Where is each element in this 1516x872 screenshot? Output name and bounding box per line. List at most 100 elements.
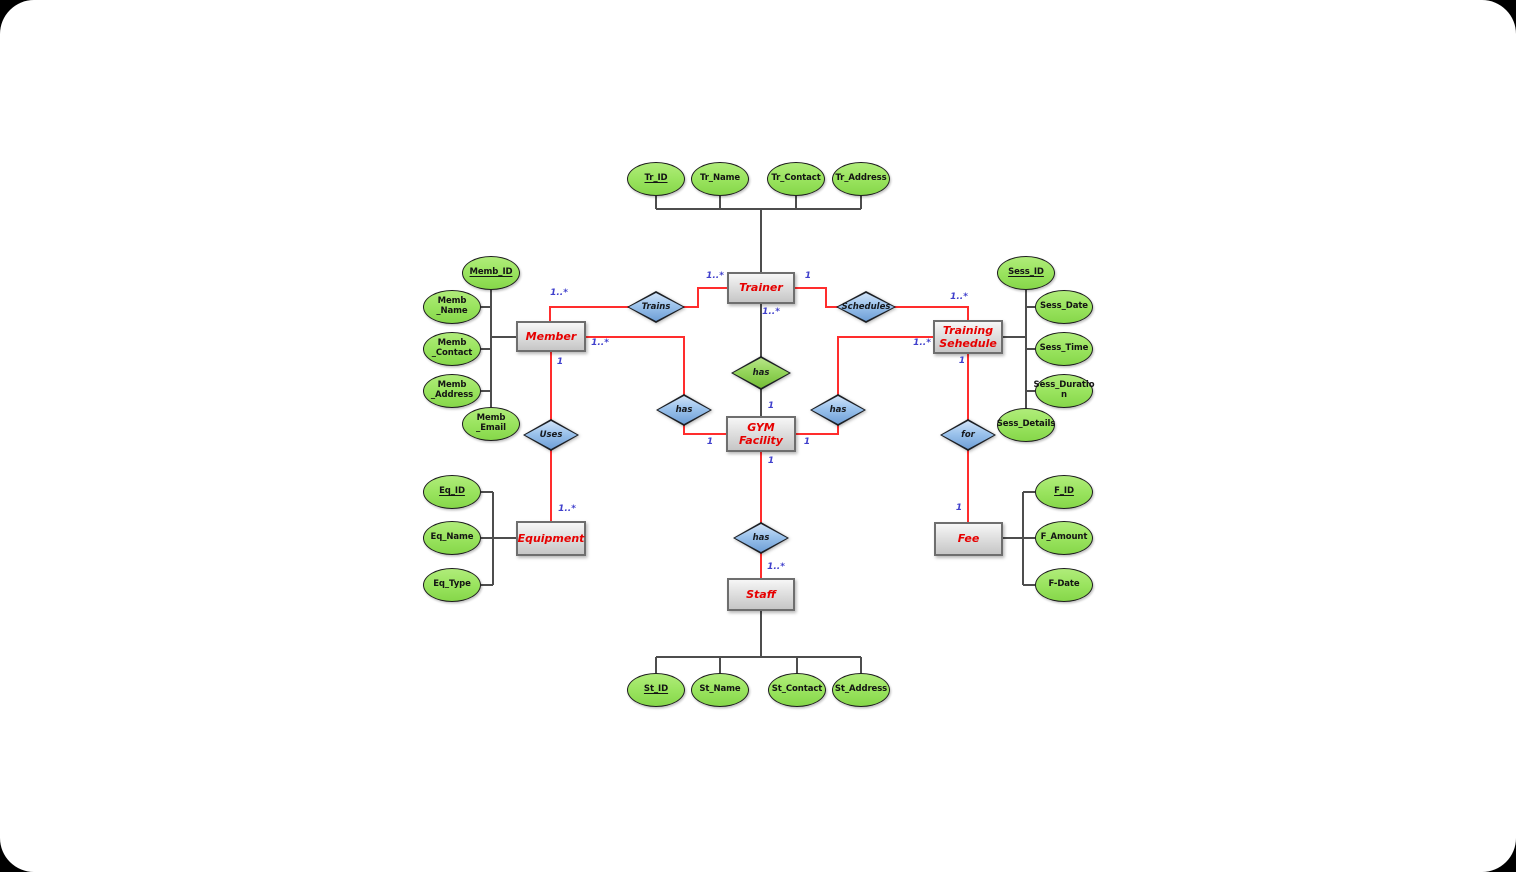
attribute-tr-contact-label: Tr_Contact xyxy=(771,173,821,184)
attribute-st-name-label: St_Name xyxy=(699,684,741,695)
attribute-sess-date-label: Sess_Date xyxy=(1040,301,1088,312)
cardinality-has-gym-top: 1 xyxy=(767,401,775,411)
trainer-attribute-comb xyxy=(655,196,862,272)
cardinality-has-gym-left: 1 xyxy=(706,437,714,447)
cardinality-trains-trainer: 1..* xyxy=(706,271,724,281)
cardinality-gym-has: 1 xyxy=(767,456,775,466)
cardinality-member-has: 1..* xyxy=(591,338,609,348)
attribute-eq-type: Eq_Type xyxy=(423,568,481,602)
cardinality-member-uses: 1 xyxy=(556,357,564,367)
relationship-uses-label: Uses xyxy=(539,430,563,440)
cardinality-for-fee: 1 xyxy=(955,503,963,513)
attribute-st-id-label: St_ID xyxy=(643,684,669,695)
entity-fee-label: Fee xyxy=(957,532,980,546)
staff-attribute-comb xyxy=(655,611,862,673)
attribute-memb-id: Memb_ID xyxy=(462,256,520,290)
relationship-trainer-has-label: has xyxy=(752,368,770,378)
attribute-tr-id: Tr_ID xyxy=(627,162,685,196)
attribute-f-date: F-Date xyxy=(1035,568,1093,602)
relationship-schedules-diamond: Schedules xyxy=(836,291,896,323)
attribute-sess-details-label: Sess_Details xyxy=(996,419,1056,430)
fee-attribute-comb xyxy=(1003,491,1035,586)
attribute-memb-name: Memb _Name xyxy=(423,290,481,324)
attribute-tr-address-label: Tr_Address xyxy=(835,173,887,184)
cardinality-schedule-for: 1 xyxy=(958,356,966,366)
attribute-memb-id-label: Memb_ID xyxy=(469,267,513,278)
cardinality-trainer-schedules: 1 xyxy=(804,271,812,281)
attribute-f-id: F_ID xyxy=(1035,475,1093,509)
attribute-memb-email-label: Memb _Email xyxy=(476,413,506,433)
attribute-sess-date: Sess_Date xyxy=(1035,290,1093,324)
schedule-attribute-comb xyxy=(1003,290,1035,408)
relationship-uses-diamond: Uses xyxy=(523,419,579,451)
cardinality-uses-equipment: 1..* xyxy=(558,504,576,514)
relationship-trains-label: Trains xyxy=(641,302,671,312)
member-has-gym-line xyxy=(586,336,727,435)
entity-trainer: Trainer xyxy=(727,272,795,304)
attribute-st-name: St_Name xyxy=(691,673,749,707)
attribute-memb-contact: Memb _Contact xyxy=(423,332,481,366)
relationship-staff-has-diamond: has xyxy=(733,522,789,554)
cardinality-schedule-has: 1..* xyxy=(913,338,931,348)
relationship-schedules-label: Schedules xyxy=(841,302,891,312)
cardinality-member-trains: 1..* xyxy=(550,288,568,298)
attribute-eq-id: Eq_ID xyxy=(423,475,481,509)
relationship-for-diamond: for xyxy=(940,419,996,451)
relationship-member-has-diamond: has xyxy=(656,394,712,426)
attribute-tr-address: Tr_Address xyxy=(832,162,890,196)
attribute-memb-email: Memb _Email xyxy=(462,407,520,441)
attribute-sess-id: Sess_ID xyxy=(997,256,1055,290)
attribute-tr-name: Tr_Name xyxy=(691,162,749,196)
attribute-st-contact: St_Contact xyxy=(768,673,826,707)
entity-member: Member xyxy=(516,321,586,352)
attribute-eq-id-label: Eq_ID xyxy=(439,486,465,497)
cardinality-has-staff: 1..* xyxy=(767,562,785,572)
entity-fee: Fee xyxy=(934,522,1003,556)
attribute-st-address-label: St_Address xyxy=(834,684,888,695)
entity-training-schedule: Training Sehedule xyxy=(933,320,1003,354)
attribute-sess-duration-label: Sess_Duratio n xyxy=(1033,380,1095,400)
attribute-sess-details: Sess_Details xyxy=(997,408,1055,442)
attribute-memb-name-label: Memb _Name xyxy=(436,296,468,316)
attribute-f-amount-label: F_Amount xyxy=(1040,532,1088,543)
equipment-attribute-comb xyxy=(481,491,516,586)
attribute-eq-name: Eq_Name xyxy=(423,521,481,555)
attribute-memb-contact-label: Memb _Contact xyxy=(431,338,473,358)
cardinality-schedules-schedule: 1..* xyxy=(950,292,968,302)
entity-member-label: Member xyxy=(525,329,577,343)
relationship-trainer-has-diamond: has xyxy=(731,356,791,390)
attribute-memb-address: Memb _Address xyxy=(423,374,481,408)
attribute-sess-id-label: Sess_ID xyxy=(1008,267,1044,278)
attribute-sess-time-label: Sess_Time xyxy=(1039,343,1089,354)
relationship-for-label: for xyxy=(961,430,975,440)
attribute-st-id: St_ID xyxy=(627,673,685,707)
cardinality-has-gym-right: 1 xyxy=(803,437,811,447)
entity-trainer-label: Trainer xyxy=(739,281,783,295)
relationship-schedule-has-diamond: has xyxy=(810,394,866,426)
entity-staff: Staff xyxy=(727,578,795,611)
relationship-trains-diamond: Trains xyxy=(627,291,685,323)
attribute-st-address: St_Address xyxy=(832,673,890,707)
entity-gym-facility: GYM Facility xyxy=(726,416,796,452)
cardinality-trainer-has: 1..* xyxy=(762,307,780,317)
relationship-schedule-has-label: has xyxy=(829,405,847,415)
attribute-eq-type-label: Eq_Type xyxy=(433,579,471,590)
attribute-memb-address-label: Memb _Address xyxy=(430,380,474,400)
attribute-eq-name-label: Eq_Name xyxy=(430,532,474,543)
relationship-staff-has-label: has xyxy=(752,533,770,543)
member-trains-trainer-line xyxy=(549,287,727,321)
entity-equipment-label: Equipment xyxy=(517,531,585,545)
entity-gym-facility-label: GYM Facility xyxy=(739,420,783,447)
entity-equipment: Equipment xyxy=(516,521,586,556)
attribute-sess-duration: Sess_Duratio n xyxy=(1033,374,1095,408)
attribute-tr-name-label: Tr_Name xyxy=(699,173,741,184)
member-attribute-comb xyxy=(481,290,516,407)
attribute-connector-lines xyxy=(481,196,1035,673)
attribute-tr-contact: Tr_Contact xyxy=(767,162,825,196)
attribute-f-amount: F_Amount xyxy=(1035,521,1093,555)
entity-staff-label: Staff xyxy=(746,587,776,601)
relationship-member-has-label: has xyxy=(675,405,693,415)
attribute-f-date-label: F-Date xyxy=(1048,579,1080,590)
attribute-sess-time: Sess_Time xyxy=(1035,332,1093,366)
